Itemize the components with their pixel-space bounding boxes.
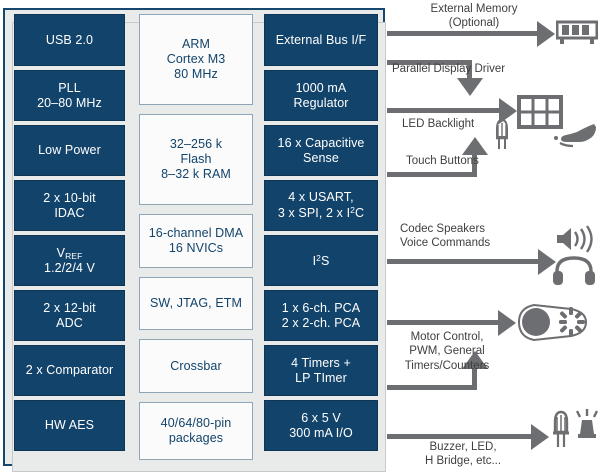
bus-vline-parallel-display	[467, 60, 472, 80]
bus-line-touch-buttons	[387, 172, 477, 177]
bus-line-codec-speakers	[387, 259, 539, 264]
block-debug-label: SW, JTAG, ETM	[149, 296, 243, 311]
label-parallel-display: Parallel Display Driver	[392, 63, 506, 75]
led-buzzer-icon	[553, 409, 599, 447]
block-debug[interactable]: SW, JTAG, ETM	[139, 276, 253, 331]
bus-line-external-memory	[387, 31, 538, 36]
arrow-down-parallel-display	[456, 78, 483, 96]
label-touch-buttons: Touch Buttons	[406, 155, 479, 167]
block-usb-label: USB 2.0	[45, 32, 94, 47]
block-timers[interactable]: 4 Timers +LP TImer	[264, 345, 378, 396]
label-led-backlight: LED Backlight	[402, 118, 475, 130]
block-serial-label: 4 x USART,3 x SPI, 2 x I2C	[277, 190, 365, 220]
hand-touch-icon	[554, 124, 596, 148]
display-panel-icon	[517, 95, 563, 129]
block-i2s-label: I2S	[312, 252, 330, 268]
block-external-bus[interactable]: External Bus I/F	[264, 14, 378, 66]
bus-line-motor-out	[387, 320, 499, 325]
bus-vline-motor-in	[472, 369, 477, 390]
bus-line-buzzer-led	[387, 434, 532, 439]
block-timers-label: 4 Timers +LP TImer	[291, 355, 351, 385]
block-hw-aes-label: HW AES	[44, 418, 95, 433]
block-comparator-label: 2 x Comparator	[25, 363, 114, 378]
label-external-memory: External Memory(Optional)	[430, 3, 518, 30]
block-low-power[interactable]: Low Power	[14, 125, 125, 176]
block-crossbar-label: Crossbar	[170, 358, 222, 373]
arrow-right-led-backlight	[499, 97, 517, 124]
motor-belt-icon	[517, 303, 588, 342]
arrow-up-motor	[461, 351, 488, 369]
memory-module-icon	[556, 20, 598, 44]
block-low-power-label: Low Power	[38, 143, 101, 158]
block-external-bus-label: External Bus I/F	[275, 32, 367, 47]
speaker-icon	[557, 225, 593, 253]
arrow-right-buzzer-led	[531, 423, 549, 450]
headphones-icon	[553, 256, 595, 285]
arrow-right-external-memory	[537, 20, 555, 47]
label-buzzer-led: Buzzer, LED,H Bridge, etc...	[424, 441, 502, 468]
block-hw-aes[interactable]: HW AES	[14, 400, 125, 451]
led-icon	[496, 118, 508, 149]
block-comparator[interactable]: 2 x Comparator	[14, 345, 125, 396]
block-serial[interactable]: 4 x USART,3 x SPI, 2 x I2C	[264, 180, 378, 231]
block-i2s[interactable]: I2S	[264, 235, 378, 286]
bus-line-parallel-display	[387, 60, 472, 65]
bus-line-led-backlight	[387, 108, 500, 113]
block-crossbar[interactable]: Crossbar	[139, 339, 253, 394]
arrow-right-codec-speakers	[538, 248, 556, 275]
bus-vline-touch-buttons	[472, 155, 477, 177]
block-usb[interactable]: USB 2.0	[14, 14, 125, 66]
arrow-up-touch-buttons	[461, 137, 488, 155]
arrow-right-motor	[498, 309, 516, 336]
bus-line-motor-in	[387, 385, 477, 390]
